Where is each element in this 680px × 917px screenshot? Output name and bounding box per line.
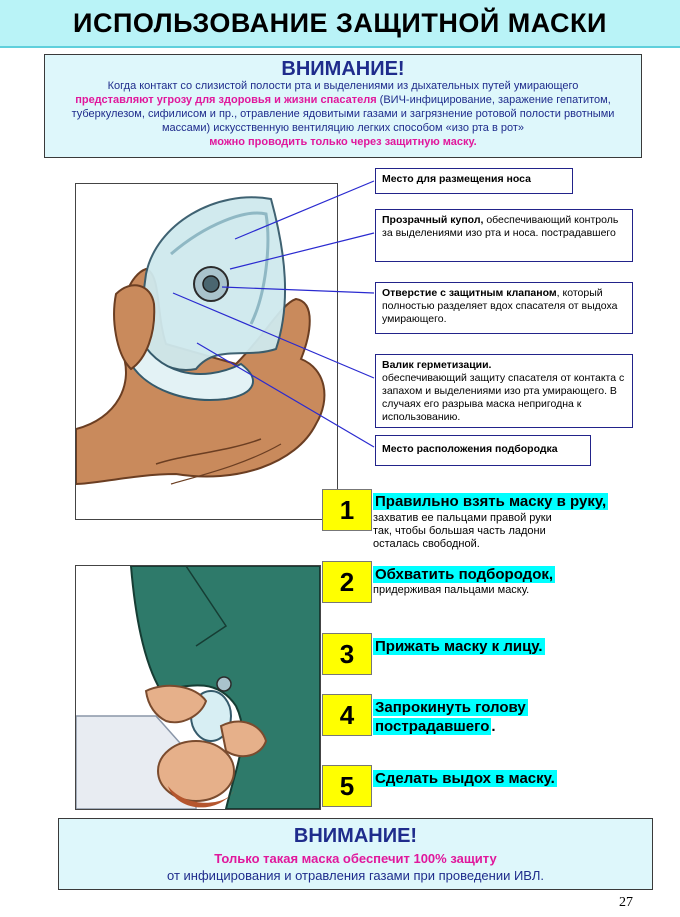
step-2-desc-line-1: придерживая пальцами маску. [373,584,530,596]
page-title: ИСПОЛЬЗОВАНИЕ ЗАЩИТНОЙ МАСКИ [73,7,607,38]
callout-valve-title: Отверстие с защитным клапаном [382,287,557,299]
step-4-title-line-1: Запрокинуть голову [373,699,528,716]
callout-nose-place: Место для размещения носа [375,168,573,194]
callout-seal-title: Валик герметизации. [382,359,492,371]
rescuer-applying-mask-illustration [75,565,321,810]
step-2-description: придерживая пальцами маску. [373,584,529,597]
bottom-warning-box: ВНИМАНИЕ! Только такая маска обеспечит 1… [58,818,653,890]
step-4-title-line-2: пострадавшего [373,718,492,735]
callout-dome-title: Прозрачный купол, [382,214,484,226]
callout-valve-text: , который полностью разделяет вдох спаса… [382,287,618,325]
callout-dome-text: обеспечивающий контроль за выделениями и… [382,214,619,239]
warning-line-2: представляют угрозу для здоровья и жизни… [45,93,641,107]
warning-box: ВНИМАНИЕ! Когда контакт со слизистой пол… [44,54,642,158]
step-4-number: 4 [322,694,372,736]
step-3-title: Прижать маску к лицу. [373,637,545,656]
warning-heading: ВНИМАНИЕ! [281,58,405,80]
step-5-title: Сделать выдох в маску. [373,769,557,788]
step-2-number: 2 [322,561,372,603]
step-4-title: Запрокинуть голову пострадавшего. [373,698,528,736]
step-5-number: 5 [322,765,372,807]
callout-nose-title: Место для размещения носа [382,173,531,185]
step-4-title-tail: . [491,718,496,735]
callout-chin-place: Место расположения подбородка [375,435,591,466]
step-1-desc-line-1: захватив ее пальцами правой руки [373,512,552,524]
step-1-title-text: Правильно взять маску в руку, [373,493,609,510]
page-number: 27 [619,895,633,910]
warning-line-3: туберкулезом, сифилисом и пр., отравлени… [71,108,615,120]
step-3-number: 3 [322,633,372,675]
callout-seal-text: обеспечивающий защиту спасателя от конта… [382,372,625,423]
callout-valve-opening: Отверстие с защитным клапаном, который п… [375,282,633,334]
warning-line-4: массами) искусственную вентиляцию легких… [161,122,525,134]
callout-seal-ring: Валик герметизации. обеспечивающий защит… [375,354,633,428]
warning-line-5: можно проводить только через защитную ма… [209,136,477,148]
step-1-title: Правильно взять маску в руку, [373,492,609,511]
bottom-warning-line-1: Только такая маска обеспечит 100% защиту [214,851,497,866]
mask-in-hand-illustration [75,183,338,520]
warning-line-2-highlight: представляют угрозу для здоровья и жизни… [75,94,377,106]
step-1-description: захватив ее пальцами правой руки так, чт… [373,512,552,551]
step-1-desc-line-3: осталась свободной. [373,538,480,550]
step-3-title-text: Прижать маску к лицу. [373,638,545,655]
bottom-warning-line-2: от инфицирования и отравления газами при… [167,868,544,883]
title-bar: ИСПОЛЬЗОВАНИЕ ЗАЩИТНОЙ МАСКИ [0,0,680,48]
bottom-warning-heading: ВНИМАНИЕ! [293,825,418,847]
step-1-number: 1 [322,489,372,531]
warning-line-2-rest: (ВИЧ-инфицирование, заражение гепатитом, [376,94,611,106]
warning-line-1: Когда контакт со слизистой полости рта и… [107,80,579,92]
callout-chin-title: Место расположения подбородка [382,443,558,455]
callout-transparent-dome: Прозрачный купол, обеспечивающий контрол… [375,209,633,262]
step-5-title-text: Сделать выдох в маску. [373,770,557,787]
step-2-title: Обхватить подбородок, [373,565,556,584]
step-1-desc-line-2: так, чтобы большая часть ладони [373,525,546,537]
step-2-title-text: Обхватить подбородок, [373,566,556,583]
